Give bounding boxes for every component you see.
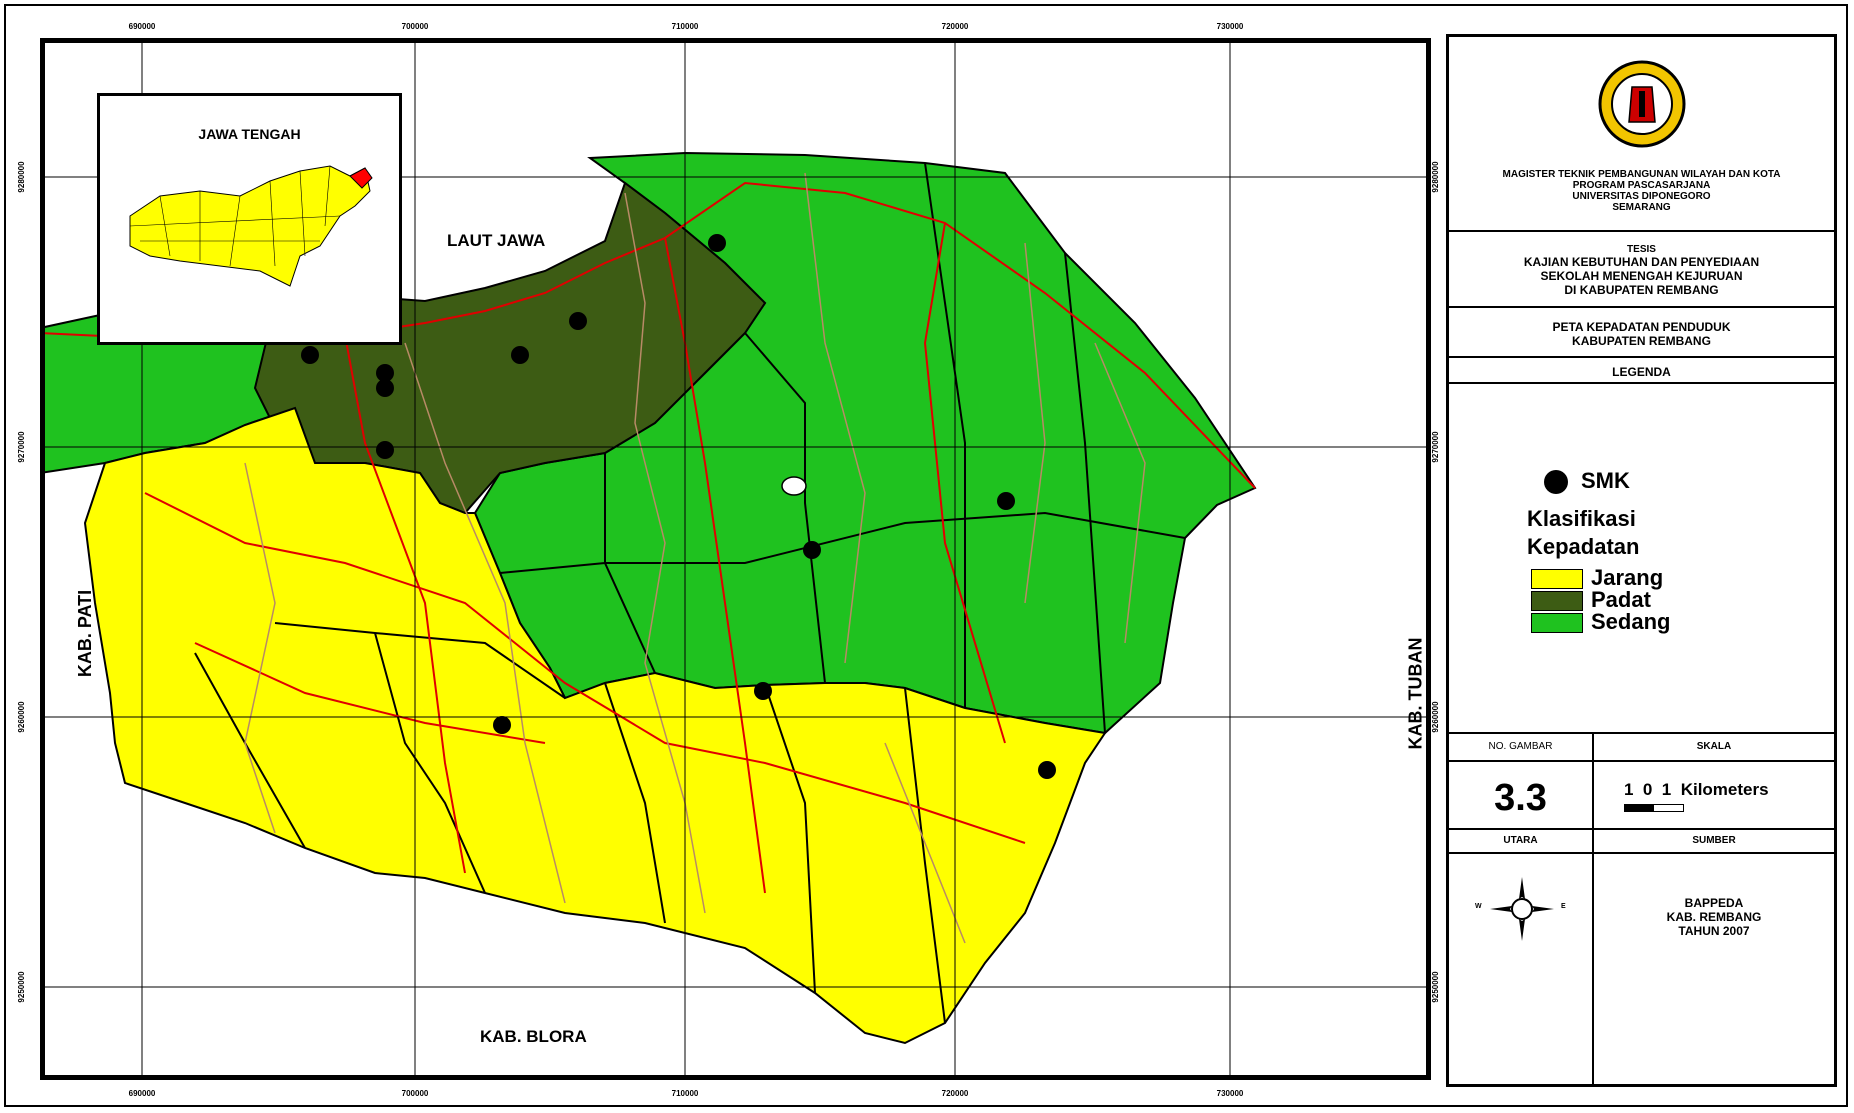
inset-canvas [129, 165, 373, 287]
inset-highlight [349, 167, 373, 189]
map-frame [4, 4, 1848, 1107]
x-tick: 730000 [1216, 22, 1244, 31]
legend-label-padat: Padat [1591, 587, 1651, 612]
smk-point[interactable] [376, 441, 394, 459]
smk-point[interactable] [803, 541, 821, 559]
legend-panel: MAGISTER TEKNIK PEMBANGUNAN WILAYAH DAN … [1446, 34, 1837, 1087]
x-tick: 730000 [1216, 1089, 1244, 1098]
smk-point[interactable] [708, 234, 726, 252]
thesis-title-line: DI KABUPATEN REMBANG [1564, 283, 1719, 297]
y-tick: 9270000 [1431, 431, 1441, 463]
thesis-block: TESIS KAJIAN KEBUTUHAN DAN PENYEDIAAN SE… [1449, 232, 1834, 308]
figure-number: 3.3 [1449, 762, 1594, 830]
compass-west: W [1475, 903, 1482, 910]
smk-point[interactable] [1038, 761, 1056, 779]
y-tick: 9260000 [17, 701, 27, 733]
legend-class-title: Klasifikasi [1527, 506, 1636, 531]
sea-label: LAUT JAWA [447, 231, 546, 250]
legend-body: SMK Klasifikasi Kepadatan Jarang Padat S… [1449, 384, 1834, 734]
x-tick: 700000 [401, 1089, 429, 1098]
inset-province [129, 165, 371, 287]
smk-legend-symbol [1544, 470, 1568, 494]
swatch-padat [1531, 591, 1583, 611]
scale-cell: 1 0 1 Kilometers [1594, 762, 1834, 830]
y-tick: 9270000 [17, 431, 27, 463]
no-gambar-label: NO. GAMBAR [1449, 734, 1594, 762]
swatch-sedang [1531, 613, 1583, 633]
swatch-jarang [1531, 569, 1583, 589]
skala-label: SKALA [1594, 734, 1834, 762]
y-tick: 9280000 [1431, 161, 1441, 193]
smk-point[interactable] [376, 364, 394, 382]
thesis-title-line: KAJIAN KEBUTUHAN DAN PENYEDIAAN [1523, 255, 1760, 269]
institution-line: UNIVERSITAS DIPONEGORO [1572, 191, 1711, 202]
smk-point[interactable] [754, 682, 772, 700]
scale-bar [1624, 804, 1684, 812]
y-tick: 9250000 [1431, 971, 1441, 1003]
scale-text: 1 0 1 Kilometers [1624, 780, 1769, 799]
smk-point[interactable] [376, 379, 394, 397]
utara-label: UTARA [1449, 830, 1594, 854]
info-grid: NO. GAMBAR SKALA 3.3 1 0 1 Kilometers UT… [1449, 734, 1834, 1084]
institution-block: MAGISTER TEKNIK PEMBANGUNAN WILAYAH DAN … [1449, 37, 1834, 232]
x-tick: 720000 [941, 22, 969, 31]
rivers [244, 172, 1146, 944]
legend-header: LEGENDA [1449, 358, 1834, 384]
smk-point[interactable] [569, 312, 587, 330]
compass-rose-icon [1490, 877, 1554, 941]
x-tick: 710000 [671, 22, 699, 31]
x-tick: 700000 [401, 22, 429, 31]
map-canvas [45, 43, 1426, 1075]
inset-map: JAWA TENGAH [97, 93, 402, 345]
x-tick: 710000 [671, 1089, 699, 1098]
compass-east: E [1561, 903, 1566, 910]
x-tick: 690000 [128, 1089, 156, 1098]
institution-line: SEMARANG [1612, 202, 1671, 213]
source-line: BAPPEDA [1684, 896, 1744, 910]
south-neighbor-label: KAB. BLORA [480, 1027, 587, 1046]
map-title-block: PETA KEPADATAN PENDUDUK KABUPATEN REMBAN… [1449, 308, 1834, 358]
map-title-line: PETA KEPADATAN PENDUDUK [1552, 320, 1731, 334]
university-seal [1598, 60, 1686, 148]
smk-point[interactable] [997, 492, 1015, 510]
sumber-label: SUMBER [1594, 830, 1834, 854]
y-tick: 9280000 [17, 161, 27, 193]
thesis-label: TESIS [1627, 244, 1656, 255]
map-title-line: KABUPATEN REMBANG [1572, 334, 1711, 348]
y-tick: 9260000 [1431, 701, 1441, 733]
west-neighbor-label: KAB. PATI [75, 589, 96, 678]
institution-line: MAGISTER TEKNIK PEMBANGUNAN WILAYAH DAN … [1502, 169, 1781, 180]
thesis-title-line: SEKOLAH MENENGAH KEJURUAN [1540, 269, 1743, 283]
map-area[interactable]: LAUT JAWA KAB. BLORA KAB. PATI KAB. TUBA… [40, 38, 1431, 1080]
legend-label-sedang: Sedang [1591, 609, 1671, 634]
source-line: KAB. REMBANG [1666, 910, 1762, 924]
compass-cell: W E [1449, 854, 1594, 1084]
institution-line: PROGRAM PASCASARJANA [1572, 180, 1711, 191]
legend-class-title: Kepadatan [1527, 534, 1640, 559]
legend-label-jarang: Jarang [1591, 565, 1664, 590]
x-tick: 690000 [128, 22, 156, 31]
source-line: TAHUN 2007 [1678, 924, 1750, 938]
inset-title: JAWA TENGAH [198, 126, 301, 142]
y-tick: 9250000 [17, 971, 27, 1003]
smk-point[interactable] [511, 346, 529, 364]
smk-point[interactable] [301, 346, 319, 364]
x-tick: 720000 [941, 1089, 969, 1098]
source-cell: BAPPEDA KAB. REMBANG TAHUN 2007 [1594, 854, 1834, 1084]
lake [781, 476, 807, 496]
smk-point[interactable] [493, 716, 511, 734]
east-neighbor-label: KAB. TUBAN [1405, 637, 1426, 750]
smk-legend-label: SMK [1581, 468, 1630, 493]
